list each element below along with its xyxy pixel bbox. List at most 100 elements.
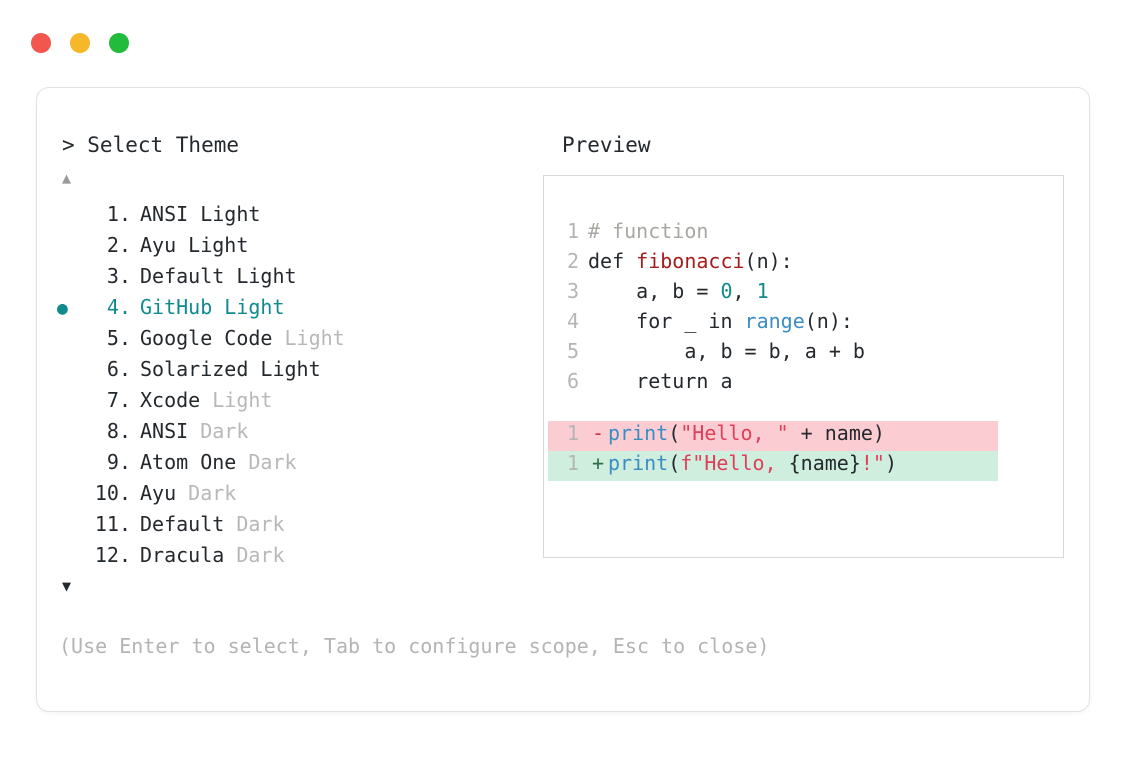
theme-item-name: Default (140, 264, 225, 288)
theme-item-mode: Light (248, 357, 321, 381)
code-line: 5 a, b = b, a + b (561, 339, 998, 369)
diff-minus-sign: - (591, 421, 605, 445)
theme-list: ● 1. ANSI Light ● 2. Ayu Light ● 3. Default Ligh… (57, 200, 527, 572)
theme-list-item[interactable]: ● 10. Ayu Dark (57, 479, 527, 510)
theme-list-item[interactable]: ●11.Default Dark (57, 510, 527, 541)
line-number: 6 (566, 369, 579, 393)
selected-bullet-icon: ● (57, 298, 68, 319)
preview-title: Preview (562, 133, 651, 157)
line-number: 1 (566, 219, 579, 243)
code-token: + name) (788, 421, 885, 445)
help-hint-text: (Use Enter to select, Tab to configure s… (59, 634, 770, 658)
theme-item-mode: Dark (224, 543, 285, 567)
code-line: 1 # function (561, 219, 998, 249)
code-token: (n): (804, 309, 853, 333)
bullet-placeholder: ● (57, 262, 83, 293)
code-token: ( (668, 451, 681, 475)
page-title: > Select Theme (62, 133, 240, 157)
theme-item-mode: Light (200, 388, 273, 412)
theme-item-name: Atom One (140, 450, 237, 474)
theme-item-name: Default (140, 512, 225, 536)
scroll-down-icon[interactable]: ▼ (62, 577, 72, 595)
code-token: 0 (720, 279, 733, 303)
bullet-placeholder: ● (57, 355, 83, 386)
bullet-placeholder: ● (57, 417, 83, 448)
code-token: range (744, 309, 805, 333)
bullet-placeholder: ● (57, 231, 83, 262)
theme-item-index: 5. (106, 326, 131, 350)
theme-item-index: 4. (106, 295, 131, 319)
theme-item-index: 11. (94, 512, 131, 536)
theme-item-mode: Light (176, 233, 249, 257)
panel-header: > Select Theme Preview (62, 133, 1089, 159)
theme-item-index: 10. (94, 481, 131, 505)
theme-item-name: ANSI (140, 419, 189, 443)
code-token: f"Hello, (680, 451, 789, 475)
minimize-window-icon[interactable] (70, 33, 90, 53)
code-line: 4 for _ in range(n): (561, 309, 998, 339)
theme-list-item[interactable]: ● 3. Default Light (57, 262, 527, 293)
theme-item-mode: Light (188, 202, 261, 226)
code-token: ( (668, 421, 681, 445)
theme-item-index: 3. (106, 264, 131, 288)
code-token: print (608, 451, 669, 475)
bullet-placeholder: ● (57, 386, 83, 417)
line-number: 1 (566, 421, 579, 445)
scroll-up-icon[interactable]: ▲ (62, 169, 72, 187)
code-line-text: def fibonacci(n): (588, 249, 793, 273)
code-token: a, b = (588, 279, 721, 303)
theme-list-item[interactable]: ● 8. ANSI Dark (57, 417, 527, 448)
theme-item-index: 12. (94, 543, 131, 567)
code-line-text: print(f"Hello, {name}!") (608, 451, 897, 475)
bullet-placeholder: ● (57, 200, 83, 231)
theme-item-mode: Dark (188, 419, 249, 443)
code-token: (n): (744, 249, 793, 273)
theme-list-column: ▲ ● 1. ANSI Light ● 2. Ayu Light ● 3. Default Li… (57, 168, 527, 596)
theme-list-item[interactable]: ●5.Google Code Light (57, 324, 527, 355)
code-token: !" (860, 451, 885, 475)
theme-item-index: 2. (106, 233, 131, 257)
theme-item-mode: Dark (176, 481, 237, 505)
bullet-placeholder: ● (57, 479, 83, 510)
diff-removed-line: 1-print("Hello, " + name) (548, 421, 998, 451)
theme-item-mode: Light (272, 326, 345, 350)
theme-item-name: Ayu (140, 481, 177, 505)
code-token: print (608, 421, 669, 445)
code-line-text: a, b = 0, 1 (588, 279, 769, 303)
theme-list-item[interactable]: ● 12. Dracula Dark (57, 541, 527, 572)
code-token: ) (884, 451, 898, 475)
bullet-placeholder: ● (57, 510, 83, 541)
code-token: 1 (756, 279, 769, 303)
theme-list-item[interactable]: ●2.Ayu Light (57, 231, 527, 262)
theme-item-index: 1. (106, 202, 131, 226)
theme-list-item[interactable]: ● 7. Xcode Light (57, 386, 527, 417)
theme-item-mode: Light (224, 264, 297, 288)
bullet-placeholder: ● (57, 541, 83, 572)
theme-list-item[interactable]: ●9.Atom One Dark (57, 448, 527, 479)
code-token: "Hello, " (680, 421, 789, 445)
close-window-icon[interactable] (31, 33, 51, 53)
theme-list-item[interactable]: ● 1. ANSI Light (57, 200, 527, 231)
theme-item-index: 8. (106, 419, 131, 443)
diff-plus-sign: + (591, 451, 605, 475)
window-controls (31, 33, 129, 53)
theme-list-item[interactable]: ●4.GitHub Light (57, 293, 527, 324)
line-number: 4 (566, 309, 579, 333)
theme-item-index: 7. (106, 388, 131, 412)
code-token: fibonacci (636, 249, 745, 273)
theme-item-name: Xcode (140, 388, 201, 412)
diff-lines: 1-print("Hello, " + name)1+print(f"Hello… (548, 421, 998, 481)
code-token: # function (588, 219, 709, 243)
code-token: {name} (788, 451, 861, 475)
code-line-text: a, b = b, a + b (588, 339, 865, 363)
theme-item-name: Dracula (140, 543, 225, 567)
theme-list-item[interactable]: ●6.Solarized Light (57, 355, 527, 386)
theme-item-name: ANSI (140, 202, 189, 226)
theme-item-index: 6. (106, 357, 131, 381)
maximize-window-icon[interactable] (109, 33, 129, 53)
code-token: def (588, 249, 637, 273)
code-token: for _ in (588, 309, 745, 333)
